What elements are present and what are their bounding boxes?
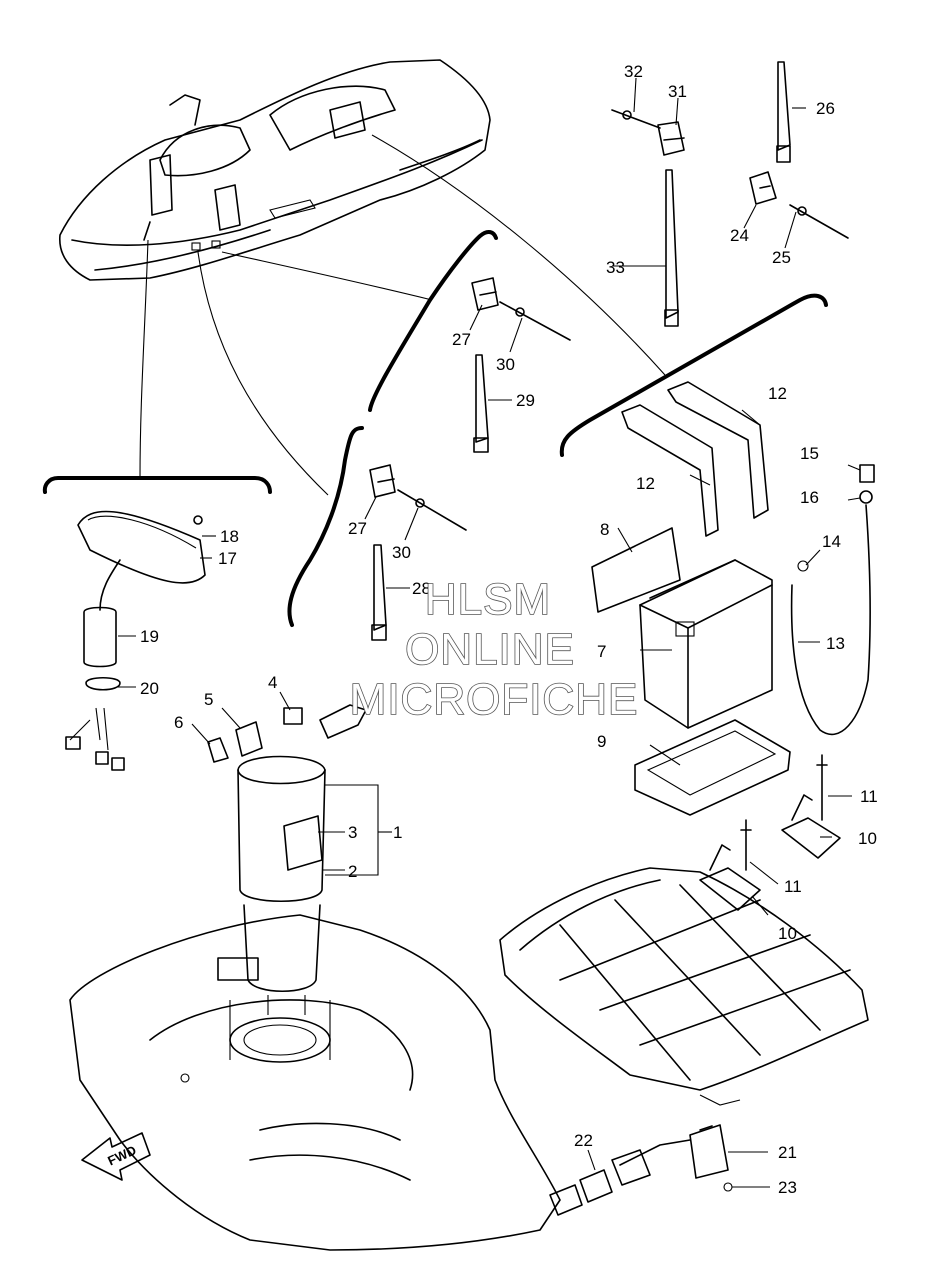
callout-26: 26 <box>816 99 835 118</box>
fuel-tank <box>69 914 561 1251</box>
watercraft-illustration <box>59 59 491 281</box>
callout-5: 5 <box>204 690 213 709</box>
callout-10-lower: 10 <box>778 924 797 943</box>
callout-8: 8 <box>600 520 609 539</box>
watermark: HLSM ONLINE MICROFICHE <box>349 574 639 725</box>
clip-and-tie-group-mid <box>369 277 571 641</box>
callout-24: 24 <box>730 226 749 245</box>
callout-25: 25 <box>772 248 791 267</box>
callout-14: 14 <box>822 532 841 551</box>
callout-15: 15 <box>800 444 819 463</box>
callout-33: 33 <box>606 258 625 277</box>
callout-7: 7 <box>597 642 606 661</box>
leader-lines <box>42 134 828 627</box>
callout-27-upper: 27 <box>452 330 471 349</box>
callout-19: 19 <box>140 627 159 646</box>
callout-23: 23 <box>778 1178 797 1197</box>
callout-2: 2 <box>348 862 357 881</box>
callout-30-lower: 30 <box>392 543 411 562</box>
callout-27-lower: 27 <box>348 519 367 538</box>
fwd-label: FWD <box>105 1142 138 1168</box>
battery-group <box>591 381 875 816</box>
callout-21: 21 <box>778 1143 797 1162</box>
callout-18: 18 <box>220 527 239 546</box>
callout-29: 29 <box>516 391 535 410</box>
hull-tray <box>499 867 869 1106</box>
sensor-group <box>549 1124 733 1216</box>
callout-1: 1 <box>393 823 402 842</box>
watermark-line-1: HLSM <box>425 575 551 624</box>
callout-22: 22 <box>574 1131 593 1150</box>
clip-and-tie-group-top <box>611 61 849 327</box>
watermark-line-3: MICROFICHE <box>350 675 639 724</box>
callout-28: 28 <box>412 579 431 598</box>
callout-11-lower: 11 <box>784 877 802 896</box>
callout-9: 9 <box>597 732 606 751</box>
watermark-line-2: ONLINE <box>405 625 575 674</box>
callout-6: 6 <box>174 713 183 732</box>
callout-17: 17 <box>218 549 237 568</box>
feet-and-rivets <box>699 754 841 911</box>
callout-20: 20 <box>140 679 159 698</box>
callout-16: 16 <box>800 488 819 507</box>
callout-labels: 1 2 3 4 5 6 7 8 9 10 10 11 11 12 12 13 1… <box>140 62 878 1197</box>
callout-12-left: 12 <box>636 474 655 493</box>
callout-31: 31 <box>668 82 687 101</box>
callout-32: 32 <box>624 62 643 81</box>
callout-leaders <box>118 77 861 1188</box>
callout-12-right: 12 <box>768 384 787 403</box>
callout-4: 4 <box>268 673 277 692</box>
callout-3: 3 <box>348 823 357 842</box>
callout-10-right: 10 <box>858 829 877 848</box>
fuel-pump-group <box>65 510 367 993</box>
callout-30-upper: 30 <box>496 355 515 374</box>
callout-13: 13 <box>826 634 845 653</box>
callout-11-right: 11 <box>860 787 878 806</box>
fwd-arrow: FWD <box>81 1132 151 1181</box>
